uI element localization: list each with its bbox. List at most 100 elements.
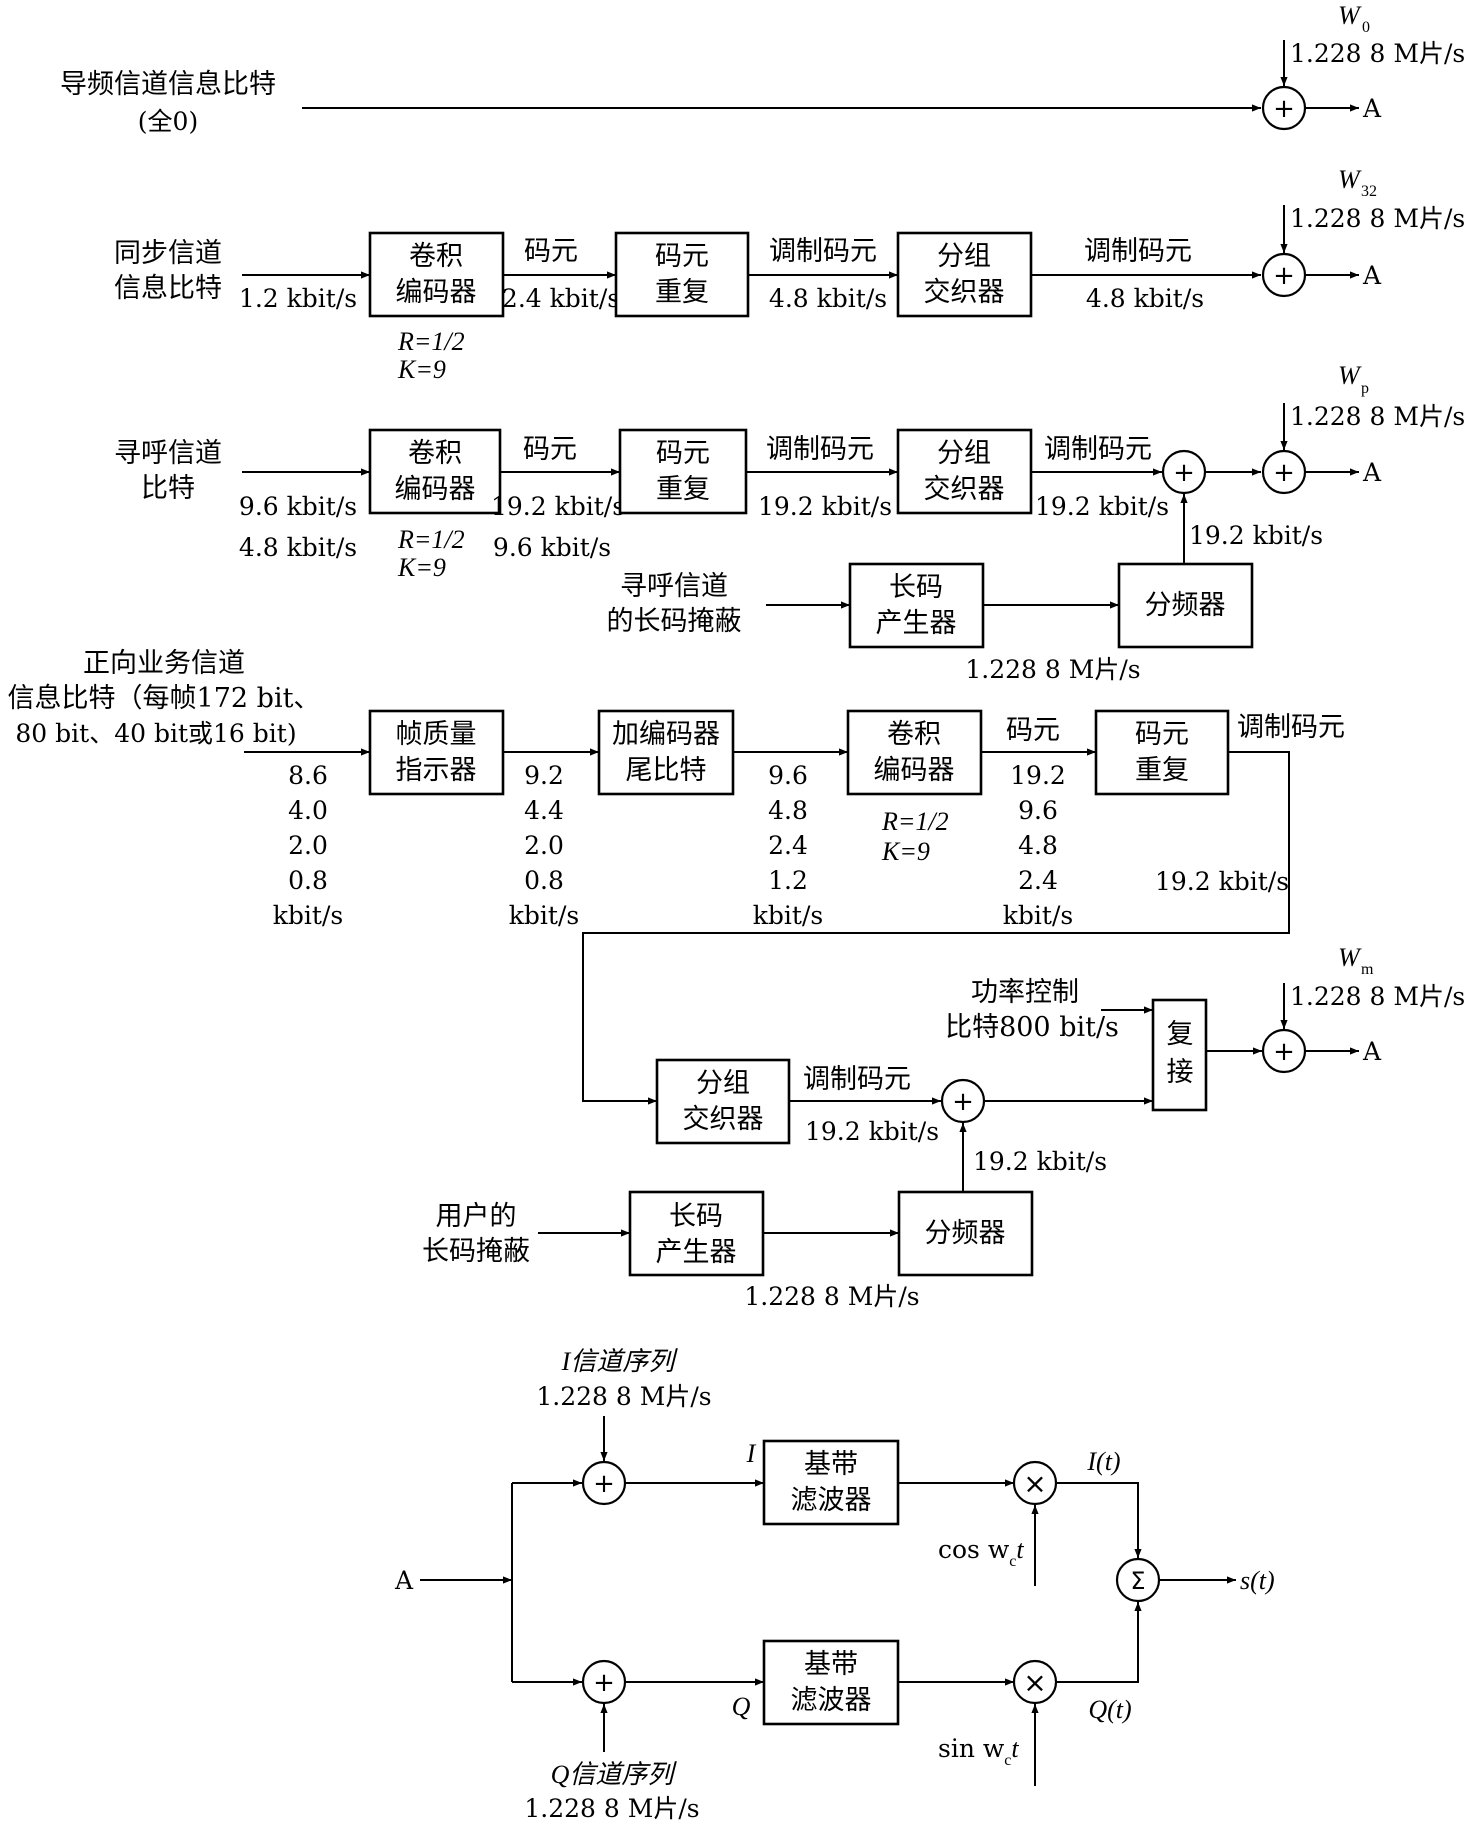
traffic-mod-rate: 19.2 kbit/s [1155, 867, 1289, 896]
paging-decim-rate: 19.2 kbit/s [1189, 521, 1323, 550]
traffic-rate-in: 8.6 [288, 761, 328, 790]
qm-i-plus-icon: + [593, 1469, 615, 1499]
traffic-repeat-label1: 码元 [1135, 719, 1189, 750]
pilot-plus-icon: + [1273, 94, 1295, 124]
traffic-mod-label: 调制码元 [1237, 712, 1345, 743]
paging-decimator [1117, 562, 1254, 649]
qm-output-label: s(t) [1240, 1566, 1275, 1595]
sync-mod-label2: 调制码元 [1084, 236, 1192, 267]
sync-repeat [614, 231, 750, 318]
traffic-channel: 正向业务信道 信息比特（每帧172 bit、 80 bit、40 bit或16 … [8, 648, 1464, 1311]
sync-interleaver [896, 231, 1033, 318]
paging-output-a: A [1362, 458, 1382, 487]
qm-sin-text: sin w [938, 1734, 1005, 1763]
traffic-mod-rate2: 19.2 kbit/s [805, 1117, 939, 1146]
traffic-code-r: R=1/2 [881, 807, 949, 836]
qm-q-t-line [1056, 1602, 1142, 1683]
qm-i-seq-label-text: I信道序列 [561, 1347, 679, 1376]
paging-conv-label2: 编码器 [395, 474, 476, 505]
qm-sigma-icon: Σ [1130, 1567, 1145, 1595]
sync-symbol-rate: 2.4 kbit/s [502, 284, 620, 313]
traffic-label-line1: 正向业务信道 [83, 648, 245, 679]
qm-i-label: I [746, 1439, 757, 1468]
qm-q-seq-label: Q信道序列 [551, 1760, 678, 1789]
paging-label-line1: 寻呼信道 [114, 438, 222, 469]
traffic-interleaver-label2: 交织器 [683, 1104, 764, 1135]
qm-q-plus-icon: + [593, 1668, 615, 1698]
qm-i-filter [762, 1439, 900, 1526]
paging-longcode-label2: 产生器 [876, 608, 957, 639]
sync-chip-rate: 1.228 8 M片/s [1290, 204, 1464, 233]
traffic-symbol-label: 码元 [1006, 715, 1060, 746]
paging-code-r: R=1/2 [397, 525, 465, 554]
sync-walsh-sub: 32 [1361, 183, 1377, 200]
traffic-rates-in: 8.6 4.0 2.0 0.8 kbit/s [273, 761, 343, 930]
paging-longcode-label1: 长码 [889, 572, 943, 603]
traffic-rate-t: 1.2 [768, 866, 808, 895]
pilot-output-a: A [1362, 94, 1382, 123]
paging-code-k: K=9 [397, 553, 446, 582]
sync-conv-label2: 编码器 [396, 277, 477, 308]
traffic-wrap-line [582, 751, 1290, 1105]
traffic-rates-q: 9.2 4.4 2.0 0.8 kbit/s [509, 761, 579, 930]
paging-longcode-generator [848, 562, 985, 649]
sync-conv-encoder [368, 231, 505, 318]
paging-symbol-rate1: 19.2 kbit/s [491, 492, 625, 521]
paging-input-rate1: 9.6 kbit/s [239, 492, 357, 521]
traffic-rate-q: 0.8 [524, 866, 564, 895]
qm-q-t-label: Q(t) [1088, 1695, 1131, 1724]
paging-interleaver-label2: 交织器 [924, 474, 1005, 505]
traffic-rate-q: 4.4 [524, 796, 564, 825]
sync-walsh-w: W [1338, 165, 1362, 194]
traffic-scrambler-plus-icon: + [952, 1087, 974, 1117]
paging-repeat-label2: 重复 [656, 474, 710, 505]
qm-q-filter [762, 1639, 900, 1726]
traffic-rate-in-unit: kbit/s [273, 901, 343, 930]
pilot-label-line2: (全0) [138, 107, 198, 136]
pilot-label-line1: 导频信道信息比特 [60, 69, 276, 100]
traffic-rate-t: 9.6 [768, 761, 808, 790]
paging-input-rate2: 4.8 kbit/s [239, 533, 357, 562]
traffic-tail-bits [597, 709, 735, 796]
qm-input-a: A [394, 1566, 414, 1595]
traffic-rates-c: 19.2 9.6 4.8 2.4 kbit/s [1003, 761, 1073, 930]
qm-cos-t: t [1016, 1535, 1024, 1564]
traffic-tail-label2: 尾比特 [626, 755, 707, 786]
sync-conv-label1: 卷积 [409, 241, 463, 272]
traffic-plus-icon: + [1273, 1037, 1295, 1067]
sync-input-rate: 1.2 kbit/s [239, 284, 357, 313]
traffic-mask-label1: 用户的 [436, 1201, 517, 1232]
qm-cos-text: cos w [938, 1535, 1010, 1564]
qm-q-label: Q [732, 1692, 751, 1721]
sync-repeat-label1: 码元 [655, 241, 709, 272]
traffic-walsh-w: W [1338, 943, 1362, 972]
qm-i-filter-label2: 滤波器 [791, 1485, 872, 1516]
qm-q-seq-label-text: Q信道序列 [551, 1760, 678, 1789]
traffic-mux [1151, 998, 1208, 1112]
traffic-rate-q: 2.0 [524, 831, 564, 860]
sync-mod-label: 调制码元 [769, 236, 877, 267]
paging-mod-label2: 调制码元 [1044, 434, 1152, 465]
traffic-conv-label2: 编码器 [874, 755, 955, 786]
paging-walsh-sub: p [1361, 380, 1369, 397]
traffic-power-label2: 比特800 bit/s [945, 1012, 1119, 1043]
traffic-rate-t: 4.8 [768, 796, 808, 825]
traffic-quality-label1: 帧质量 [396, 719, 477, 750]
paging-repeat-label1: 码元 [656, 438, 710, 469]
sync-mod-rate2: 4.8 kbit/s [1086, 284, 1204, 313]
traffic-longcode-label2: 产生器 [656, 1237, 737, 1268]
traffic-label-line3: 80 bit、40 bit或16 bit) [15, 719, 296, 748]
traffic-rate-q: 9.2 [524, 761, 564, 790]
traffic-quality-label2: 指示器 [396, 755, 477, 786]
paging-decimator-label: 分频器 [1145, 590, 1226, 621]
paging-walsh-w: W [1338, 361, 1362, 390]
traffic-mod-label2: 调制码元 [803, 1064, 911, 1095]
traffic-rate-c: 9.6 [1018, 796, 1058, 825]
traffic-rate-c: 4.8 [1018, 831, 1058, 860]
traffic-rate-in: 2.0 [288, 831, 328, 860]
qm-q-filter-label2: 滤波器 [791, 1685, 872, 1716]
traffic-gen-rate: 1.228 8 M片/s [744, 1282, 919, 1311]
paging-chip-rate: 1.228 8 M片/s [1290, 402, 1464, 431]
qm-i-t-line [1056, 1482, 1142, 1558]
